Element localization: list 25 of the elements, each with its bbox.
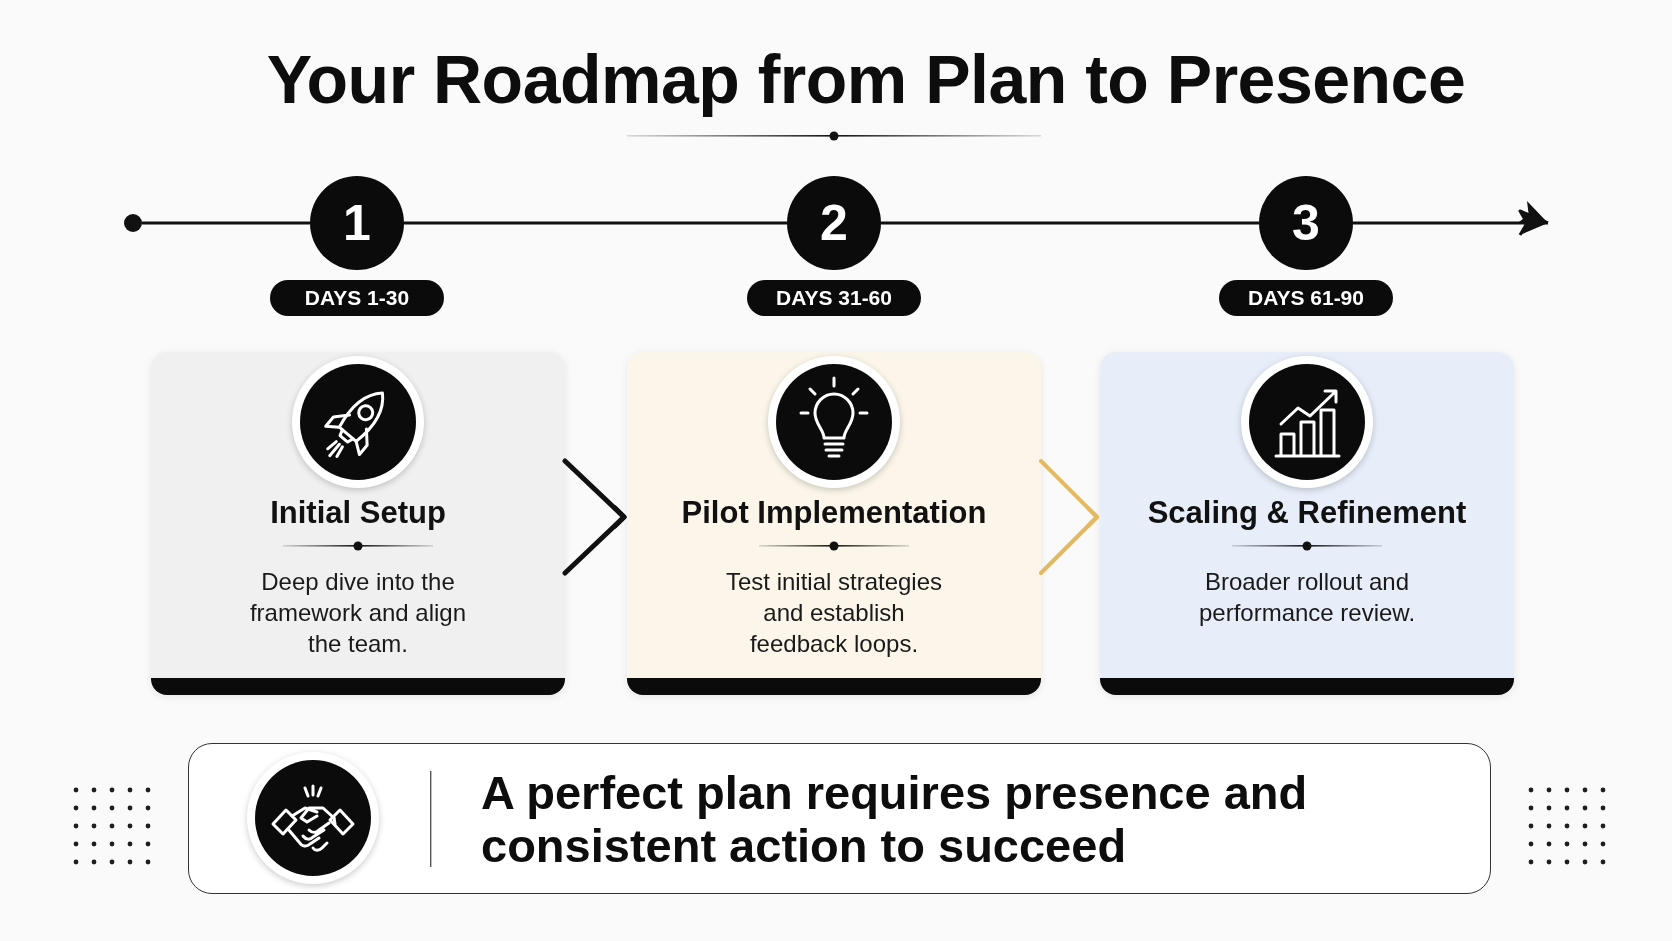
card-description: Test initial strategies and establish feedback loops. <box>724 567 944 659</box>
card-description: Deep dive into the framework and align the team. <box>248 567 468 659</box>
phase-card <box>627 352 1041 695</box>
day-range-pill: DAYS 31-60 <box>747 280 921 316</box>
step-number-circle: 1 <box>310 176 404 270</box>
day-range-pill: DAYS 61-90 <box>1219 280 1393 316</box>
title-heading: Your Roadmap from Plan to Presence <box>266 40 1466 118</box>
timeline-start-dot <box>124 214 142 232</box>
card-title: Initial Setup <box>270 495 446 531</box>
day-range-pill: DAYS 1-30 <box>270 280 444 316</box>
banner-text: A perfect plan requires presence and consistent action to succeed <box>481 766 1309 872</box>
quote-banner <box>188 743 1491 894</box>
step-number-circle: 3 <box>1259 176 1353 270</box>
step-number-circle: 2 <box>787 176 881 270</box>
chevron-arrow <box>1039 459 1099 575</box>
phase-card <box>151 352 565 695</box>
phase-card <box>1100 352 1514 695</box>
timeline-line <box>142 221 310 225</box>
card-description: Broader rollout and performance review. <box>1197 567 1417 628</box>
timeline-line <box>881 221 1259 225</box>
chevron-arrow <box>562 458 627 576</box>
timeline-arrow <box>1351 200 1550 237</box>
timeline-line <box>404 221 787 225</box>
card-title: Scaling & Refinement <box>1147 495 1467 531</box>
card-title: Pilot Implementation <box>681 495 987 531</box>
